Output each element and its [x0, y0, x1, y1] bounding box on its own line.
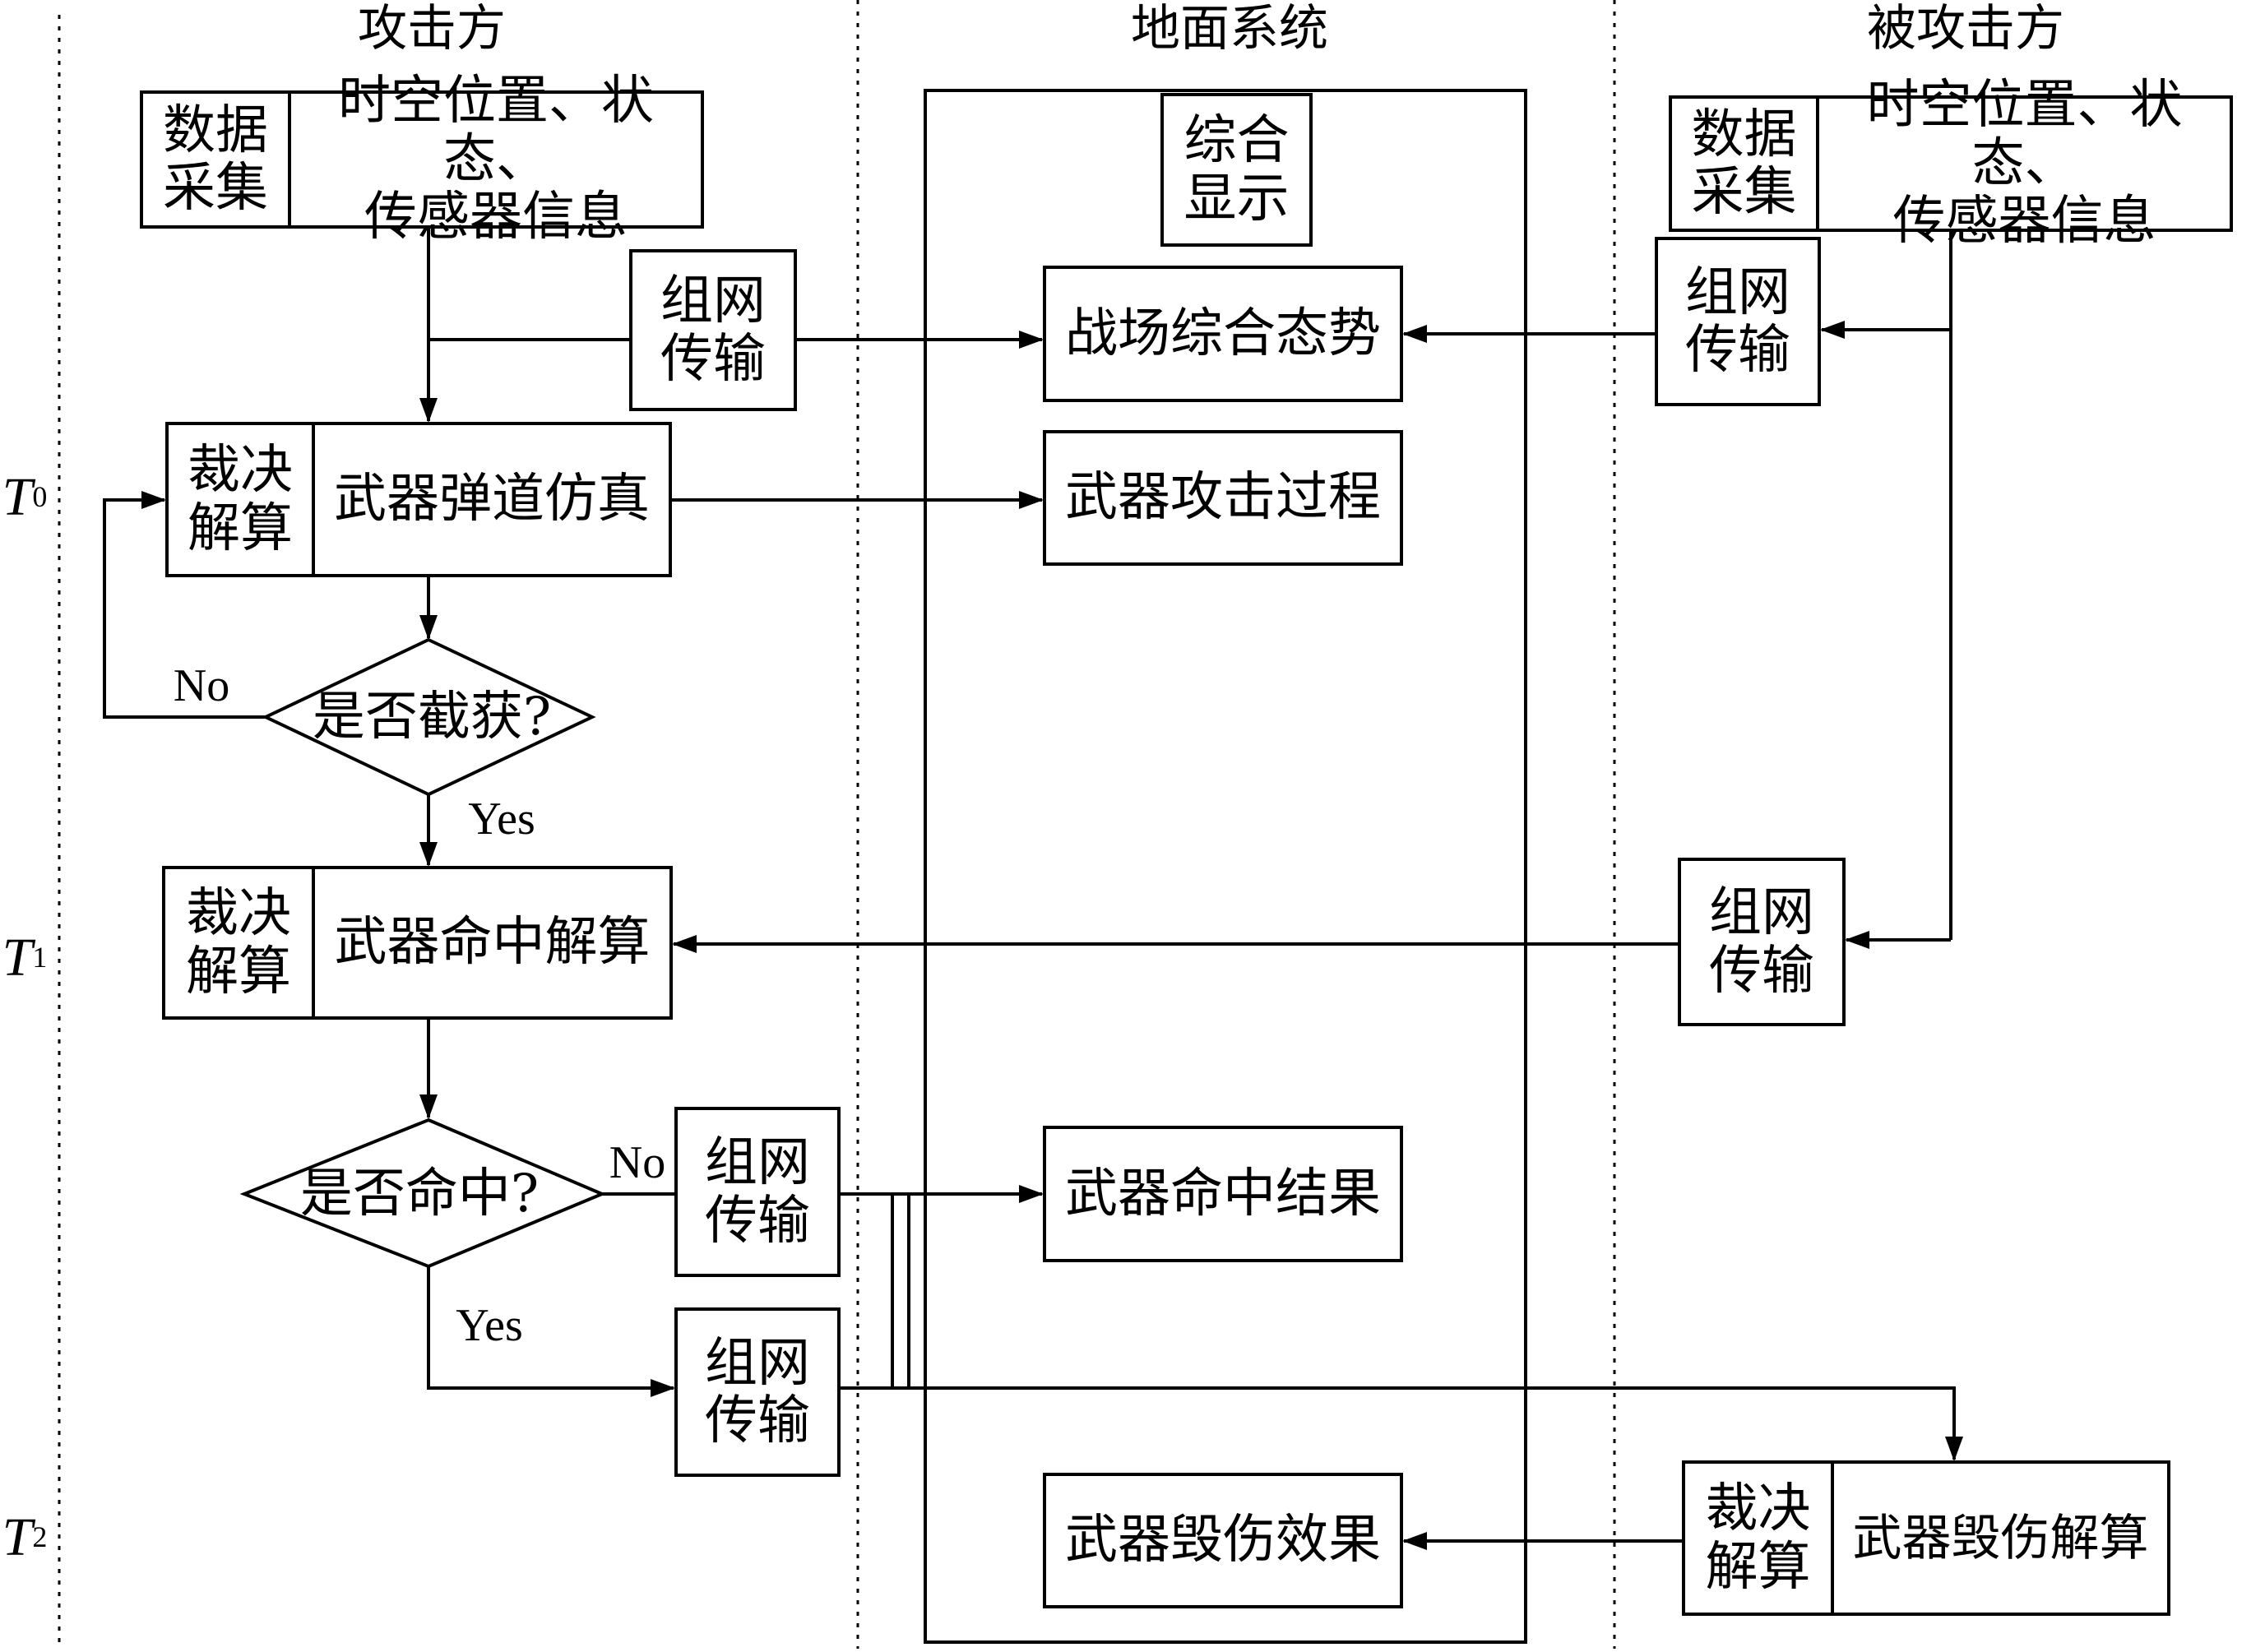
atk-judge1-task: 武器弹道仿真 [334, 469, 650, 530]
gnd-attack-box [1043, 430, 1403, 566]
atk-judge2-box [162, 866, 673, 1020]
lane-title-attacker: 攻击方 [358, 0, 506, 58]
edge-label-yes1: Yes [468, 794, 535, 845]
tgt-judge-task: 武器毁伤解算 [1852, 1509, 2149, 1567]
gnd-hit-box [1043, 1126, 1403, 1262]
tgt-net1-box [1655, 237, 1821, 406]
atk-collect-label: 数据 采集 [163, 99, 268, 219]
atk-judge1-label: 裁决 解算 [188, 440, 293, 559]
gnd-situation-box [1043, 266, 1403, 402]
atk-collect-info: 时空位置、状态、 传感器信息 [338, 71, 654, 248]
tgt-judge-label: 裁决 解算 [1705, 1478, 1811, 1598]
atk-judge2-task: 武器命中解算 [334, 912, 651, 974]
edge-net3-to-tgt-judge [839, 1386, 1963, 1461]
tgt-judge-box [1682, 1460, 2170, 1616]
tgt-collect-label: 数据 采集 [1691, 104, 1797, 223]
gnd-situation-label: 战场综合态势 [1065, 303, 1381, 364]
gnd-display-box [1160, 93, 1313, 247]
atk-net3-label: 组网 传输 [705, 1332, 810, 1451]
edge-label-no1: No [173, 660, 230, 712]
atk-net1-box [629, 249, 797, 411]
atk-net2-box [674, 1107, 841, 1277]
tgt-collect-info: 时空位置、状态、 传感器信息 [1866, 75, 2183, 252]
gnd-attack-label: 武器攻击过程 [1065, 467, 1381, 529]
atk-net3-box [674, 1307, 841, 1477]
atk-collect-box [140, 90, 704, 229]
atk-decision1-label: 是否截获? [312, 686, 552, 747]
tgt-net1-label: 组网 传输 [1685, 261, 1790, 381]
edge-decision1-no-loop [103, 491, 266, 719]
ground-system-container [924, 89, 1527, 1644]
lane-title-target: 被攻击方 [1867, 0, 2064, 58]
gnd-damage-box [1043, 1473, 1403, 1608]
atk-judge2-label: 裁决 解算 [186, 883, 291, 1002]
atk-net1-label: 组网 传输 [660, 271, 766, 390]
gnd-damage-label: 武器毁伤效果 [1065, 1510, 1381, 1571]
edge-label-no2: No [609, 1137, 666, 1189]
edge-label-yes2: Yes [456, 1300, 523, 1352]
gnd-hit-label: 武器命中结果 [1065, 1163, 1381, 1224]
atk-net2-label: 组网 传输 [705, 1132, 810, 1252]
gnd-display-label: 综合 显示 [1183, 110, 1290, 229]
lane-title-ground: 地面系统 [1131, 0, 1328, 58]
edge-decision2-yes [427, 1266, 675, 1397]
tgt-net2-label: 组网 传输 [1709, 882, 1814, 1002]
tgt-net2-box [1678, 858, 1846, 1026]
atk-decision2-label: 是否命中? [299, 1163, 540, 1224]
